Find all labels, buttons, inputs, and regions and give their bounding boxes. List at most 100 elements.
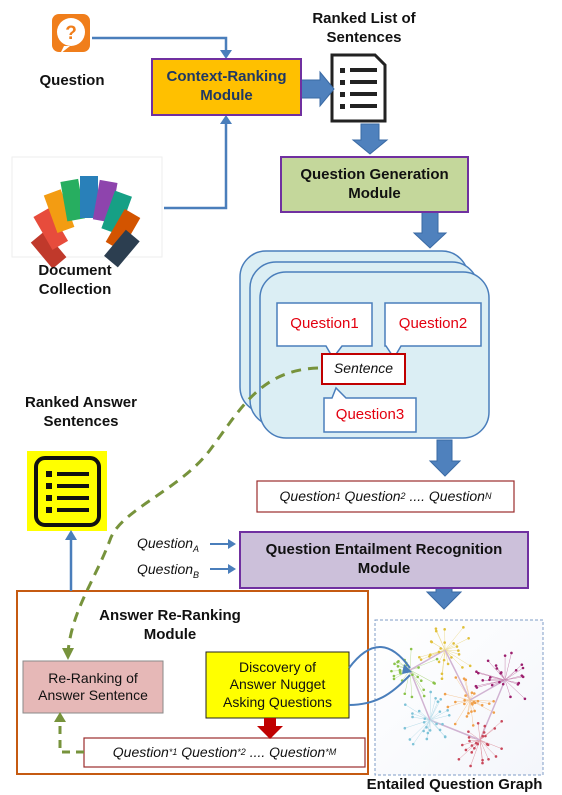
graph-node xyxy=(481,679,484,682)
rerank-step-line2: Answer Sentence xyxy=(38,687,148,705)
qa-prefix: Question xyxy=(137,535,193,551)
document-label-line2: Collection xyxy=(20,281,130,300)
entailed-question-graph xyxy=(375,620,543,775)
graph-node xyxy=(439,729,442,732)
graph-node xyxy=(488,678,491,681)
graph-node xyxy=(498,681,501,684)
question-icon: ? xyxy=(52,14,90,54)
rerank-step-line1: Re-Ranking of xyxy=(48,670,138,688)
graph-node xyxy=(509,696,512,699)
ranked-list-label: Ranked List of Sentences xyxy=(295,10,433,48)
graph-node xyxy=(462,626,465,629)
ranked-answers-icon xyxy=(27,451,107,531)
graph-node xyxy=(495,664,498,667)
reranked-questions-sequence: Question*1 Question*2 .... Question*M xyxy=(84,738,365,767)
rseq-index-m: M xyxy=(329,747,337,758)
graph-node xyxy=(483,731,486,734)
graph-node xyxy=(475,685,478,688)
graph-node xyxy=(437,700,440,703)
document-collection-image xyxy=(12,157,162,269)
graph-node xyxy=(475,670,478,673)
question-generation-line2: Module xyxy=(348,185,401,204)
graph-node xyxy=(473,692,476,695)
graph-node xyxy=(399,671,402,674)
context-ranking-line2: Module xyxy=(200,87,253,106)
arrow-to-ranked-answers xyxy=(65,530,77,540)
rerank-title-line2: Module xyxy=(70,626,270,645)
graph-node xyxy=(483,725,486,728)
graph-node xyxy=(438,651,441,654)
answer-reranking-title: Answer Re-Ranking Module xyxy=(70,607,270,645)
graph-node xyxy=(426,738,429,741)
graph-node xyxy=(475,742,478,745)
graph-node xyxy=(429,729,432,732)
graph-node xyxy=(403,692,406,695)
graph-node xyxy=(422,730,425,733)
graph-node xyxy=(482,735,485,738)
graph-node xyxy=(411,673,414,676)
graph-node xyxy=(457,649,460,652)
graph-node xyxy=(427,732,430,735)
discovery-line1: Discovery of xyxy=(239,659,316,677)
graph-node xyxy=(429,691,432,694)
rseq-prefix-1: Question xyxy=(113,744,169,762)
graph-node xyxy=(471,702,474,705)
graph-node xyxy=(481,762,484,765)
rseq-index-1: 1 xyxy=(172,747,177,758)
graph-node xyxy=(487,660,490,663)
graph-node xyxy=(521,674,524,677)
rseq-prefix-2: Question xyxy=(181,744,237,762)
ranked-list-line2: Sentences xyxy=(295,29,433,48)
graph-node xyxy=(524,697,527,700)
graph-node xyxy=(446,709,449,712)
graph-node xyxy=(456,645,459,648)
graph-node xyxy=(487,758,490,761)
graph-node xyxy=(436,658,439,661)
graph-node xyxy=(447,706,450,709)
graph-node xyxy=(468,740,471,743)
graph-node xyxy=(481,759,484,762)
graph-node xyxy=(420,679,423,682)
ranked-answers-line1: Ranked Answer xyxy=(6,394,156,413)
graph-node xyxy=(443,659,446,662)
graph-node xyxy=(481,704,484,707)
graph-node xyxy=(447,663,450,666)
graph-node xyxy=(477,700,480,703)
graph-node xyxy=(461,666,464,669)
graph-node xyxy=(470,751,473,754)
question-entailment-module: Question Entailment Recognition Module xyxy=(239,531,529,589)
graph-node xyxy=(417,666,420,669)
graph-node xyxy=(472,724,475,727)
entailment-input-arrows xyxy=(210,544,230,569)
graph-node xyxy=(423,695,426,698)
graph-node xyxy=(492,700,495,703)
graph-node xyxy=(461,744,464,747)
graph-node xyxy=(435,723,438,726)
graph-node xyxy=(435,630,438,633)
graph-node xyxy=(471,744,474,747)
graph-node xyxy=(496,667,499,670)
qa-sub: A xyxy=(193,544,199,554)
seq-prefix-2: Question xyxy=(345,488,401,506)
graph-node xyxy=(429,653,432,656)
graph-node xyxy=(422,689,425,692)
rerank-title-line1: Answer Re-Ranking xyxy=(70,607,270,626)
graph-node xyxy=(458,758,461,761)
graph-node xyxy=(443,641,446,644)
graph-node xyxy=(435,627,438,630)
entailment-line1: Question Entailment Recognition xyxy=(266,541,503,560)
graph-node xyxy=(424,717,427,720)
question-b-label: QuestionB xyxy=(137,561,212,580)
graph-node xyxy=(468,736,471,739)
graph-node xyxy=(454,701,457,704)
graph-node xyxy=(393,663,396,666)
graph-node xyxy=(521,663,524,666)
seq-index-n: N xyxy=(485,491,492,502)
graph-node xyxy=(393,675,396,678)
graph-node xyxy=(425,726,428,729)
graph-node xyxy=(433,682,436,685)
graph-node xyxy=(500,747,503,750)
graph-node xyxy=(491,684,494,687)
graph-node xyxy=(504,654,507,657)
